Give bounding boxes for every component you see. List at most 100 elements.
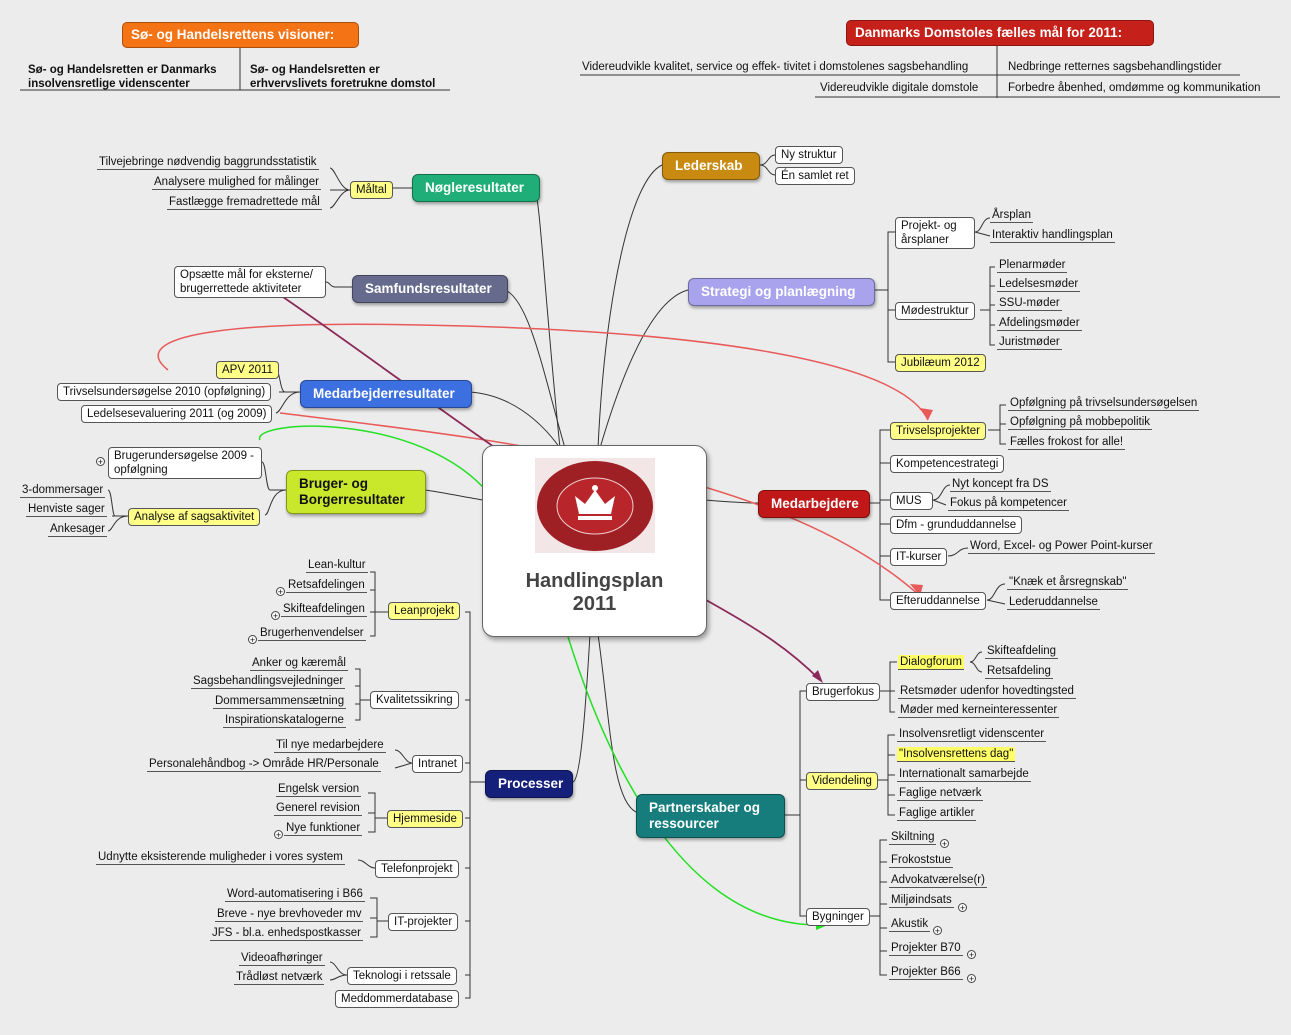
branch-strategi[interactable]: Strategi og planlægning <box>688 278 875 306</box>
expand-icon[interactable]: + <box>274 830 283 840</box>
brugerfokus-item[interactable]: Møder med kerneinteressenter <box>898 704 1060 718</box>
branch-lederskab[interactable]: Lederskab <box>662 152 760 180</box>
trivsel-item[interactable]: Opfølgning på trivselsundersøgelsen <box>1008 397 1200 411</box>
expand-icon[interactable]: + <box>276 587 285 597</box>
videndeling-node[interactable]: Videndeling <box>806 772 878 790</box>
projekt-item[interactable]: Årsplan <box>990 209 1033 223</box>
moede-item[interactable]: Afdelingsmøder <box>997 317 1082 331</box>
jubilaeum-node[interactable]: Jubilæum 2012 <box>895 354 986 372</box>
it-kurser-item[interactable]: Word, Excel- og Power Point-kurser <box>968 540 1155 554</box>
it-projekter-node[interactable]: IT-projekter <box>388 913 459 931</box>
bygning-item[interactable]: Advokatværelse(r) <box>889 874 987 888</box>
dfm-node[interactable]: Dfm - grunduddannelse <box>890 516 1023 534</box>
viden-item[interactable]: Faglige netværk <box>897 787 984 801</box>
kval-item[interactable]: Sagsbehandlingsvejledninger <box>191 675 346 689</box>
bygning-item[interactable]: Akustik <box>889 918 931 932</box>
moede-item[interactable]: SSU-møder <box>997 297 1062 311</box>
dialog-item[interactable]: Skifteafdeling <box>985 645 1059 659</box>
analyse-item[interactable]: 3-dommersager <box>20 484 106 498</box>
expand-icon[interactable]: + <box>967 974 976 984</box>
kval-item[interactable]: Dommersammensætning <box>213 695 347 709</box>
branch-noegleresultater[interactable]: Nøgleresultater <box>412 174 540 202</box>
brugerundersoegelse-node[interactable]: Brugerundersøgelse 2009 - opfølgning <box>108 447 262 479</box>
tek-item[interactable]: Trådløst netværk <box>234 971 325 985</box>
it-item[interactable]: JFS - bl.a. enhedspostkasser <box>210 927 363 941</box>
analyse-item[interactable]: Henviste sager <box>26 503 107 517</box>
samfund-item[interactable]: Opsætte mål for eksterne/ brugerrettede … <box>174 266 326 298</box>
brugerfokus-node[interactable]: Brugerfokus <box>806 683 881 701</box>
it-kurser-node[interactable]: IT-kurser <box>890 548 948 566</box>
noegle-item[interactable]: Fastlægge fremadrettede mål <box>167 196 322 210</box>
moede-item[interactable]: Juristmøder <box>997 336 1062 350</box>
dialog-item[interactable]: Retsafdeling <box>985 665 1053 679</box>
viden-item[interactable]: Faglige artikler <box>897 807 977 821</box>
central-topic[interactable]: Handlingsplan 2011 <box>482 445 707 637</box>
ledelse-item[interactable]: Ny struktur <box>775 146 843 164</box>
apv-node[interactable]: APV 2011 <box>216 361 279 379</box>
hjemme-item[interactable]: Engelsk version <box>276 783 362 797</box>
branch-medarbejdere[interactable]: Medarbejdere <box>758 490 870 518</box>
bygning-item[interactable]: Skiltning <box>889 831 937 845</box>
branch-partnerskaber[interactable]: Partnerskaber og ressourcer <box>636 794 785 838</box>
it-item[interactable]: Breve - nye brevhoveder mv <box>215 908 364 922</box>
moede-item[interactable]: Plenarmøder <box>997 259 1068 273</box>
expand-icon[interactable]: + <box>96 457 105 467</box>
trivsel-2010-node[interactable]: Trivselsundersøgelse 2010 (opfølgning) <box>57 383 272 401</box>
bygning-item[interactable]: Frokoststue <box>889 854 954 868</box>
moede-item[interactable]: Ledelsesmøder <box>997 278 1081 292</box>
branch-processer[interactable]: Processer <box>485 770 573 798</box>
expand-icon[interactable]: + <box>967 950 976 960</box>
goals-header[interactable]: Danmarks Domstoles fælles mål for 2011: <box>846 20 1154 46</box>
bygning-item[interactable]: Miljøindsats <box>889 894 954 908</box>
kval-item[interactable]: Inspirationskatalogerne <box>223 714 346 728</box>
branch-bruger-borgerresultater[interactable]: Bruger- og Borgerresultater <box>286 470 426 514</box>
efter-item[interactable]: Lederuddannelse <box>1007 596 1100 610</box>
expand-icon[interactable]: + <box>271 611 280 621</box>
analyse-node[interactable]: Analyse af sagsaktivitet <box>128 508 261 526</box>
expand-icon[interactable]: + <box>958 903 967 913</box>
visions-header[interactable]: Sø- og Handelsrettens visioner: <box>122 22 359 48</box>
brugerfokus-item[interactable]: Retsmøder udenfor hovedtingsted <box>898 685 1076 699</box>
bygning-item[interactable]: Projekter B70 <box>889 942 963 956</box>
projekt-aarsplaner-node[interactable]: Projekt- og årsplaner <box>895 217 975 249</box>
leanprojekt-node[interactable]: Leanprojekt <box>388 602 461 620</box>
kval-item[interactable]: Anker og kæremål <box>250 657 348 671</box>
trivselsprojekter-node[interactable]: Trivselsprojekter <box>890 422 986 440</box>
viden-item[interactable]: "Insolvensrettens dag" <box>897 747 1016 762</box>
viden-item[interactable]: Internationalt samarbejde <box>897 768 1031 782</box>
intranet-item[interactable]: Personalehåndbog -> Område HR/Personale <box>147 758 381 772</box>
hjemme-item[interactable]: Generel revision <box>274 802 362 816</box>
lean-item[interactable]: Skifteafdelingen <box>281 603 367 617</box>
tek-item[interactable]: Videoafhøringer <box>239 952 325 966</box>
analyse-item[interactable]: Ankesager <box>48 523 107 537</box>
trivsel-item[interactable]: Fælles frokost for alle! <box>1008 436 1126 450</box>
hjemmeside-node[interactable]: Hjemmeside <box>387 810 463 828</box>
it-item[interactable]: Word-automatisering i B66 <box>225 888 365 902</box>
projekt-item[interactable]: Interaktiv handlingsplan <box>990 229 1115 243</box>
branch-medarbejderresultater[interactable]: Medarbejderresultater <box>300 380 472 408</box>
trivsel-item[interactable]: Opfølgning på mobbepolitik <box>1008 416 1152 430</box>
dialogforum-node[interactable]: Dialogforum <box>898 655 964 670</box>
telefon-item[interactable]: Udnytte eksisterende muligheder i vores … <box>96 851 345 865</box>
moedestruktur-node[interactable]: Mødestruktur <box>895 302 975 320</box>
expand-icon[interactable]: + <box>248 635 257 645</box>
ledelse-item[interactable]: Én samlet ret <box>775 167 855 185</box>
bygning-item[interactable]: Projekter B66 <box>889 966 963 980</box>
lean-item[interactable]: Retsafdelingen <box>286 579 367 593</box>
viden-item[interactable]: Insolvensretligt videnscenter <box>897 728 1047 742</box>
expand-icon[interactable]: + <box>940 839 949 849</box>
ledelsesevaluering-node[interactable]: Ledelsesevaluering 2011 (og 2009) <box>81 405 273 423</box>
lean-item[interactable]: Lean-kultur <box>306 559 368 573</box>
kompetencestrategi-node[interactable]: Kompetencestrategi <box>890 455 1005 473</box>
efteruddannelse-node[interactable]: Efteruddannelse <box>890 592 986 610</box>
bygninger-node[interactable]: Bygninger <box>806 908 870 926</box>
efter-item[interactable]: "Knæk et årsregnskab" <box>1007 576 1129 590</box>
hjemme-item[interactable]: Nye funktioner <box>284 822 363 836</box>
intranet-item[interactable]: Til nye medarbejdere <box>274 739 386 753</box>
intranet-node[interactable]: Intranet <box>412 755 463 773</box>
teknologi-node[interactable]: Teknologi i retssale <box>347 967 457 985</box>
mus-item[interactable]: Fokus på kompetencer <box>948 497 1069 511</box>
mus-item[interactable]: Nyt koncept fra DS <box>950 478 1051 492</box>
telefonprojekt-node[interactable]: Telefonprojekt <box>375 860 459 878</box>
maaltal-node[interactable]: Måltal <box>350 181 393 199</box>
